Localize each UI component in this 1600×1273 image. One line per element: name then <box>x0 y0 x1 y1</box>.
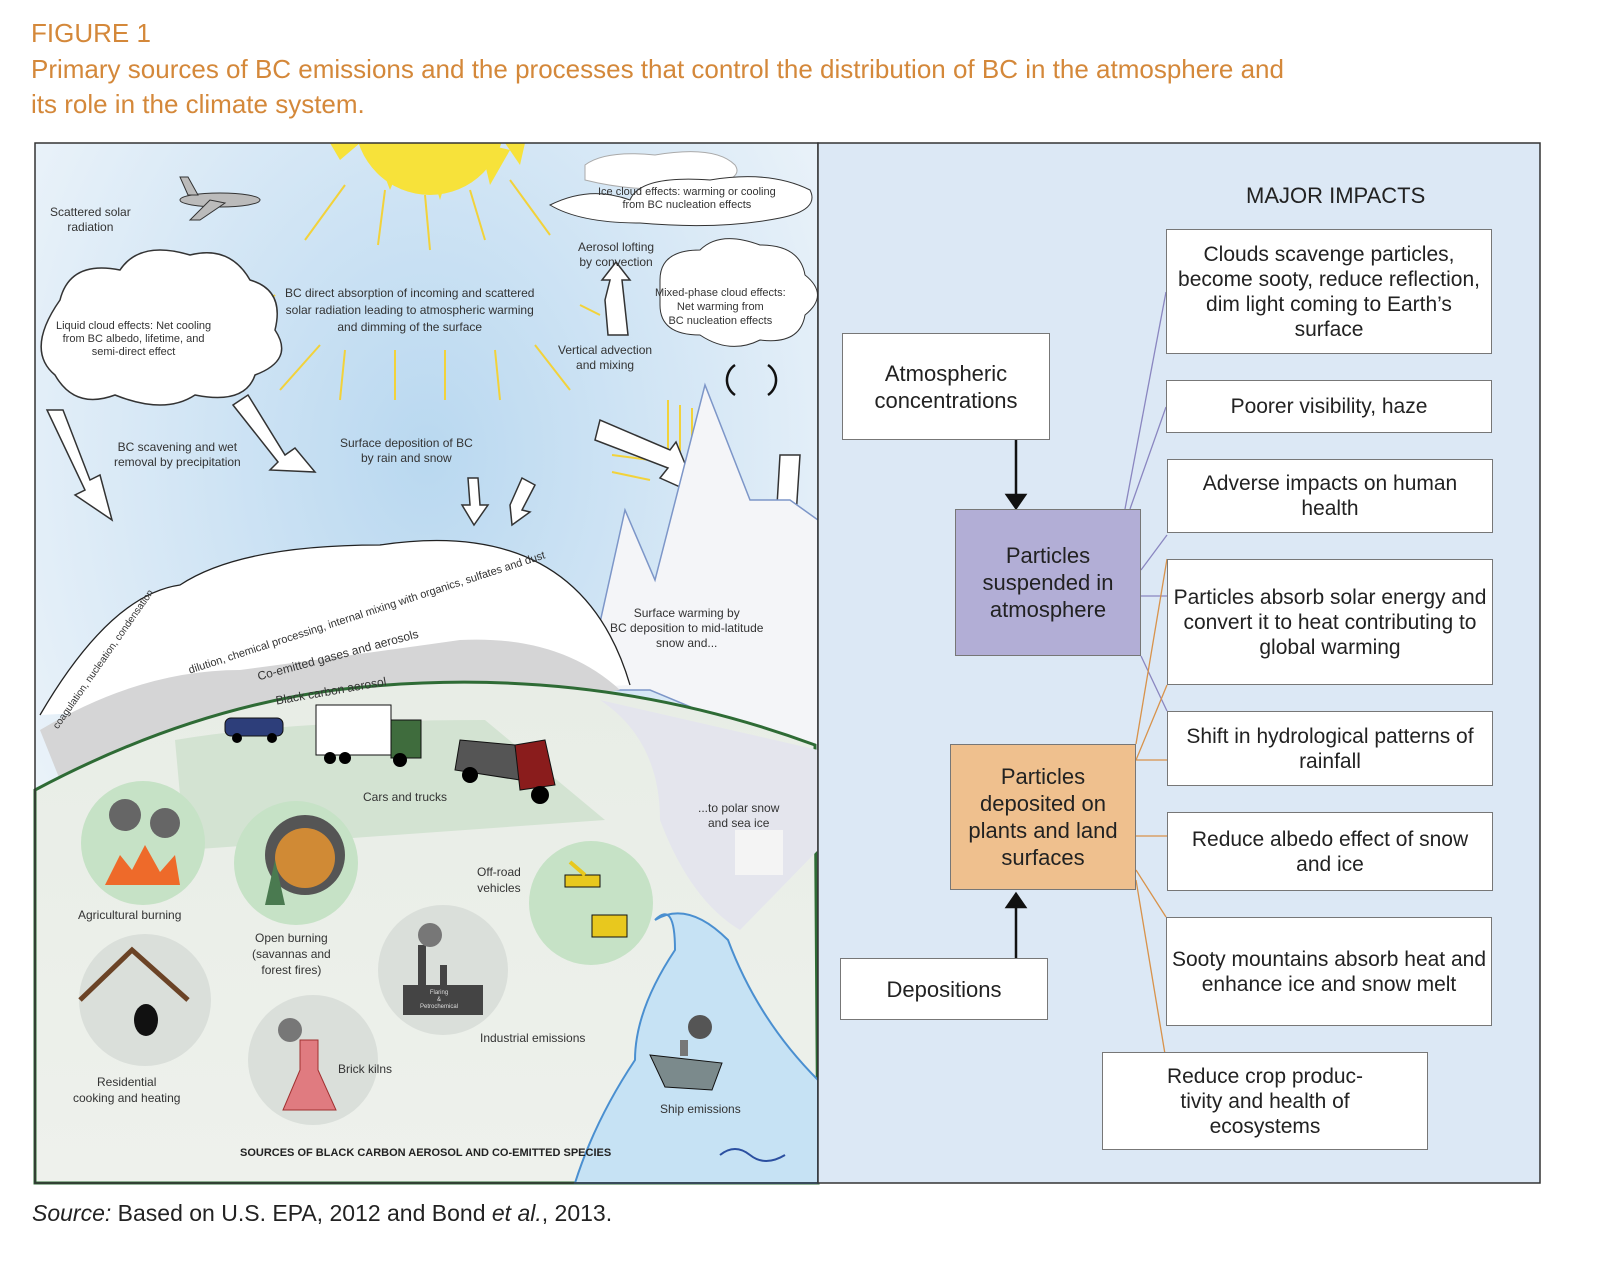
sources-title: SOURCES OF BLACK CARBON AEROSOL AND CO-E… <box>240 1147 612 1159</box>
impact-box: Reduce albedo effect of snow and ice <box>1167 812 1493 891</box>
label-scattered: Scattered solar radiation <box>50 205 131 234</box>
major-impacts-title: MAJOR IMPACTS <box>1246 183 1426 208</box>
label-vertical-advection: Vertical advection and mixing <box>558 343 653 372</box>
circulation-icon <box>725 363 778 397</box>
sea <box>573 912 819 1184</box>
label-surface-deposition: Surface deposition of BC by rain and sno… <box>340 436 473 465</box>
sun-icon <box>330 143 525 200</box>
label-industrial: Industrial emissions <box>480 1031 586 1045</box>
label-brick: Brick kilns <box>338 1062 393 1076</box>
label-agricultural: Agricultural burning <box>78 908 182 922</box>
source-note: Source: Based on U.S. EPA, 2012 and Bond… <box>32 1200 612 1227</box>
figure-label: FIGURE 1 <box>31 18 151 48</box>
impact-box: Reduce crop produc-tivity and health of … <box>1102 1052 1428 1150</box>
figure-caption-line1: Primary sources of BC emissions and the … <box>31 54 1284 84</box>
mixed-phase-cloud <box>659 238 818 347</box>
impact-box: Adverse impacts on human health <box>1167 459 1493 533</box>
source-etal: et al. <box>491 1200 542 1226</box>
deposited-connectors <box>1135 558 1168 1061</box>
stove-icon <box>78 946 190 1036</box>
brick-kiln-icon <box>278 1018 337 1111</box>
flow-arrows <box>1004 440 1028 958</box>
depositions-box: Depositions <box>840 958 1048 1020</box>
label-flaring: Flaring & Petrochemical <box>420 990 459 1010</box>
label-liquid-cloud: Liquid cloud effects: Net cooling from B… <box>56 320 212 358</box>
car-icon <box>224 717 284 743</box>
label-aerosol-lofting: Aerosol lofting by convection <box>578 240 655 269</box>
figure-caption-line2: its role in the climate system. <box>31 89 365 119</box>
label-mixed-phase: Mixed-phase cloud effects: Net warming f… <box>655 287 786 327</box>
dump-truck-icon <box>454 739 556 804</box>
polar-bear-icon <box>735 830 783 875</box>
label-ship: Ship emissions <box>660 1102 741 1116</box>
label-polar: ...to polar snow and sea ice <box>698 801 780 830</box>
ship-icon <box>649 1015 723 1091</box>
impact-box: Poorer visibility, haze <box>1166 380 1492 433</box>
label-off-road: Off-road vehicles <box>477 865 521 895</box>
impact-box: Sooty mountains absorb heat and enhance … <box>1166 917 1492 1026</box>
source-text: Based on U.S. EPA, 2012 and Bond <box>111 1200 492 1226</box>
impact-box: Shift in hydrological patterns of rainfa… <box>1167 711 1493 786</box>
particles-deposited-box: Particles deposited on plants and land s… <box>950 744 1136 890</box>
fire-icon <box>105 799 180 885</box>
impact-box: Clouds scavenge particles, become sooty,… <box>1166 229 1492 354</box>
excavator-icon <box>564 860 628 938</box>
label-scavenging: BC scavening and wet removal by precipit… <box>114 440 241 469</box>
label-direct-absorption: BC direct absorption of incoming and sca… <box>285 286 535 334</box>
particles-suspended-box: Particles suspended in atmosphere <box>955 509 1141 656</box>
source-end: , 2013. <box>541 1200 613 1226</box>
airplane-icon <box>179 176 261 221</box>
label-open-burning: Open burning (savannas and forest fires) <box>252 931 331 977</box>
liquid-cloud <box>40 249 283 406</box>
suspended-connectors <box>1124 291 1168 712</box>
label-cars: Cars and trucks <box>363 790 448 804</box>
ice-cloud <box>548 176 813 227</box>
impact-box: Particles absorb solar energy and conver… <box>1167 559 1493 685</box>
factory-icon <box>403 923 483 1015</box>
label-residential: Residential cooking and heating <box>73 1075 181 1105</box>
forest-fire-icon <box>265 815 345 905</box>
wave-icon <box>719 1148 786 1162</box>
label-ice-cloud: Ice cloud effects: warming or cooling fr… <box>598 186 776 211</box>
truck-icon <box>315 704 422 767</box>
label-surface-warming: Surface warming by BC deposition to mid-… <box>610 606 764 650</box>
atmospheric-concentrations-box: Atmospheric concentrations <box>842 333 1050 440</box>
source-prefix: Source: <box>32 1200 112 1226</box>
